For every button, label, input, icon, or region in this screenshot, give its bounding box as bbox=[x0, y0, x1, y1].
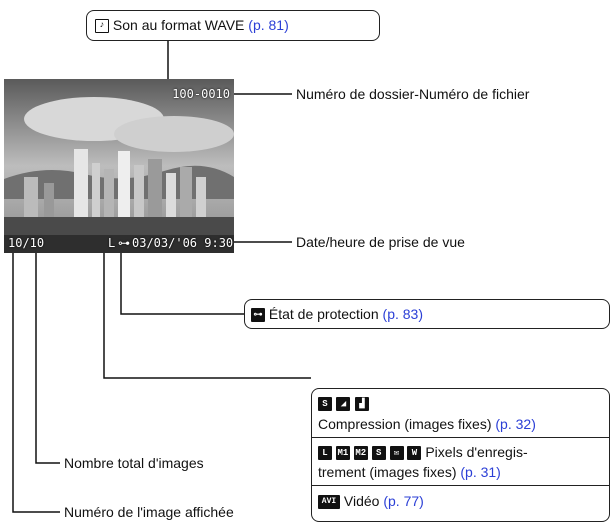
wave-sound-callout: ♪ Son au format WAVE (p. 81) bbox=[86, 10, 380, 41]
image-counter: 10/10 bbox=[8, 236, 45, 250]
sound-memo-icon: ♪ bbox=[95, 19, 109, 34]
widescreen-icon: W bbox=[407, 446, 422, 461]
movie-avi-icon: AVI bbox=[318, 495, 340, 510]
city-skyline-image bbox=[4, 79, 234, 253]
fine-icon: ◢ bbox=[336, 396, 351, 411]
total-images-label: Nombre total d'images bbox=[64, 455, 204, 471]
datetime-label: Date/heure de prise de vue bbox=[296, 234, 465, 250]
video-text: Vidéo bbox=[343, 493, 380, 509]
normal-icon: ▟ bbox=[354, 396, 369, 411]
protection-text: État de protection bbox=[268, 306, 379, 322]
capture-datetime: 03/03/'06 9:30 bbox=[132, 236, 234, 250]
protect-icon: ⊶ bbox=[118, 236, 130, 250]
compression-text: Compression (images fixes) bbox=[318, 416, 492, 432]
protection-callout: ⊶ État de protection (p. 83) bbox=[244, 299, 610, 329]
wave-text: Son au format WAVE bbox=[112, 17, 245, 33]
size-medium2-icon: M2 bbox=[353, 446, 368, 461]
wave-link[interactable]: (p. 81) bbox=[248, 17, 289, 33]
size-small-icon: S bbox=[371, 446, 386, 461]
folder-file-label: Numéro de dossier-Numéro de fichier bbox=[296, 86, 530, 102]
lcd-photo: 100-0010 10/10 L ⊶ 03/03/'06 9:30 bbox=[4, 79, 234, 253]
compression-link[interactable]: (p. 32) bbox=[495, 416, 536, 432]
video-link[interactable]: (p. 77) bbox=[383, 493, 424, 509]
pixels-text-2: trement (images fixes) bbox=[318, 464, 457, 480]
superfine-icon: S bbox=[318, 396, 332, 411]
size-medium1-icon: M1 bbox=[335, 446, 350, 461]
postcard-icon: ✉ bbox=[389, 446, 404, 461]
pixels-text-1: Pixels d'enregis- bbox=[425, 444, 528, 460]
quality-callout: S ◢ ▟ Compression (images fixes) (p. 32)… bbox=[311, 388, 610, 522]
pixels-link[interactable]: (p. 31) bbox=[460, 464, 501, 480]
quality-indicator: L bbox=[108, 236, 116, 250]
protect-icon: ⊶ bbox=[251, 308, 265, 323]
protection-link[interactable]: (p. 83) bbox=[382, 306, 423, 322]
size-large-icon: L bbox=[318, 446, 332, 461]
folder-file-number: 100-0010 bbox=[172, 87, 230, 101]
current-image-label: Numéro de l'image affichée bbox=[64, 504, 234, 520]
